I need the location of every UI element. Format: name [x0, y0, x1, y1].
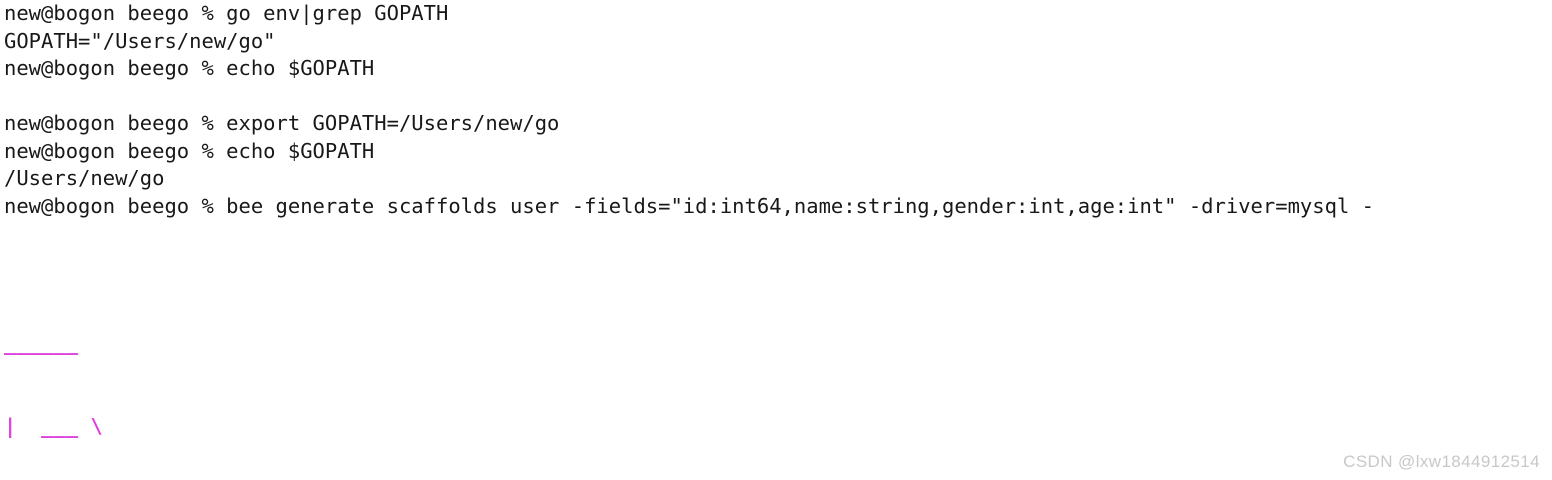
terminal-command-line: new@bogon beego % bee generate scaffolds… — [4, 193, 1374, 218]
csdn-watermark: CSDN @lxw1844912514 — [1343, 452, 1540, 471]
terminal-blank-line — [4, 248, 1552, 276]
terminal-line: new@bogon beego % go env|grep GOPATH — [4, 1, 449, 25]
terminal-line: new@bogon beego % echo $GOPATH — [4, 138, 375, 163]
terminal-blank-line — [4, 83, 1552, 111]
terminal-line: new@bogon beego % echo $GOPATH — [4, 56, 375, 80]
bee-ascii-logo: ______ | ___ \ | |_/ / ___ ___ | ___ \ /… — [4, 275, 1552, 480]
terminal-line: GOPATH="/Users/new/go" — [4, 28, 276, 53]
terminal-line: new@bogon beego % export GOPATH=/Users/n… — [4, 111, 560, 135]
terminal-blank-line — [4, 220, 1552, 248]
terminal-line: /Users/new/go — [4, 166, 165, 190]
bee-logo-row: ______ — [4, 331, 79, 355]
terminal-output: new@bogon beego % go env|grep GOPATH GOP… — [4, 0, 1552, 480]
bee-logo-row: | ___ \ — [4, 413, 103, 438]
